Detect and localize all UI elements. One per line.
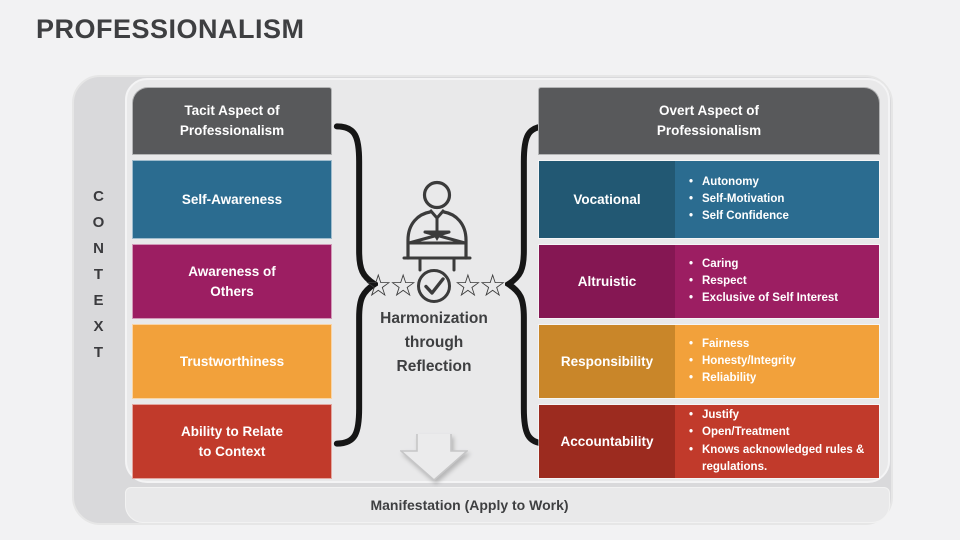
context-vertical-label: C O N T E X T <box>72 184 125 366</box>
context-letter: N <box>93 240 104 257</box>
tacit-row-ability-to-relate: Ability to Relate to Context <box>132 404 332 479</box>
context-letter: T <box>93 344 104 361</box>
context-letter: E <box>93 292 104 309</box>
overt-row-bullets: Justify Open/Treatment Knows acknowledge… <box>675 405 879 478</box>
bullet-item: Honesty/Integrity <box>689 353 796 371</box>
overt-row-responsibility: Responsibility Fairness Honesty/Integrit… <box>538 324 880 399</box>
manifestation-bar: Manifestation (Apply to Work) <box>125 487 890 523</box>
bullet-item: Self-Motivation <box>689 191 789 209</box>
overt-row-label: Vocational <box>539 161 675 238</box>
context-letter: X <box>93 318 104 335</box>
context-letter: T <box>93 266 104 283</box>
tacit-row-awareness-of-others: Awareness of Others <box>132 244 332 319</box>
tacit-row-trustworthiness: Trustworthiness <box>132 324 332 399</box>
context-letter: C <box>93 188 104 205</box>
person-arms-crossed-icon <box>402 180 472 272</box>
overt-row-label: Accountability <box>539 405 675 478</box>
context-letter: O <box>92 214 105 231</box>
bullet-item: Justify <box>689 407 871 425</box>
overt-aspect-header: Overt Aspect of Professionalism <box>538 87 880 155</box>
bullet-item: Open/Treatment <box>689 424 871 442</box>
diagram-panel: Tacit Aspect of Professionalism Self-Awa… <box>125 78 890 483</box>
star-icon: ☆ <box>478 268 507 304</box>
bullet-item: Reliability <box>689 370 796 388</box>
manifestation-label: Manifestation (Apply to Work) <box>370 497 569 513</box>
star-icon: ☆ <box>389 268 417 304</box>
overt-row-label: Altruistic <box>539 245 675 318</box>
overt-row-vocational: Vocational Autonomy Self-Motivation Self… <box>538 160 880 239</box>
overt-row-label: Responsibility <box>539 325 675 398</box>
overt-row-altruistic: Altruistic Caring Respect Exclusive of S… <box>538 244 880 319</box>
star-icon: ☆ <box>454 268 482 304</box>
tacit-aspect-header: Tacit Aspect of Professionalism <box>132 87 332 155</box>
right-curly-brace-icon <box>505 123 550 447</box>
left-curly-brace-icon <box>333 123 378 447</box>
bullet-item: Self Confidence <box>689 208 789 226</box>
bullet-item: Respect <box>689 273 838 291</box>
bullet-item: Exclusive of Self Interest <box>689 290 838 308</box>
check-circle-icon <box>417 269 451 303</box>
page-title: PROFESSIONALISM <box>36 14 305 44</box>
bullet-item: Caring <box>689 256 838 274</box>
tacit-row-self-awareness: Self-Awareness <box>132 160 332 239</box>
overt-row-bullets: Fairness Honesty/Integrity Reliability <box>675 325 879 398</box>
harmonization-caption: Harmonization through Reflection <box>380 310 488 375</box>
bullet-item: Knows acknowledged rules & regulations. <box>689 442 871 477</box>
bullet-item: Autonomy <box>689 174 789 192</box>
overt-row-bullets: Autonomy Self-Motivation Self Confidence <box>675 161 879 238</box>
star-icon: ☆ <box>364 268 392 304</box>
overt-row-accountability: Accountability Justify Open/Treatment Kn… <box>538 404 880 479</box>
bullet-item: Fairness <box>689 336 796 354</box>
overt-row-bullets: Caring Respect Exclusive of Self Interes… <box>675 245 879 318</box>
down-arrow-icon <box>400 434 468 482</box>
five-star-rating-with-check-icon: ☆☆ ☆☆ <box>363 266 507 306</box>
